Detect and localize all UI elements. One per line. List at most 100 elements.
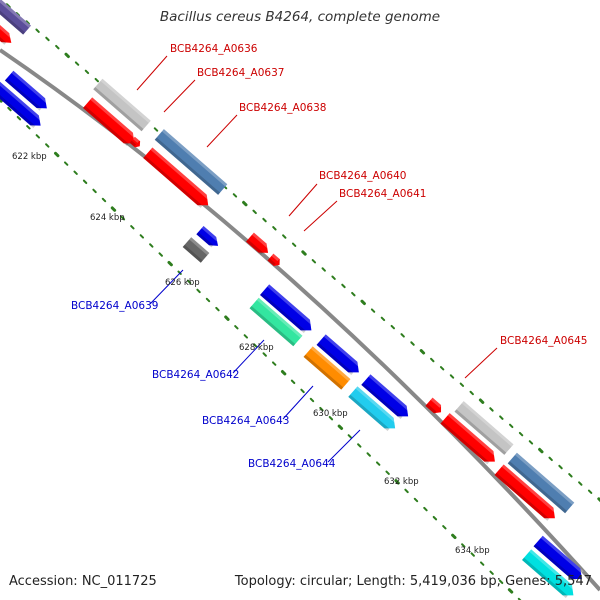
tick-dot	[489, 570, 494, 575]
gene-label-reverse[interactable]: BCB4264_A0642	[152, 369, 239, 381]
tick-dot	[461, 543, 466, 548]
tick-dot	[370, 308, 376, 313]
tick-dot	[73, 170, 78, 175]
genome-title: Bacillus cereus B4264, complete genome	[159, 9, 441, 25]
gene-feature[interactable]	[425, 397, 444, 417]
tick-dot	[337, 424, 344, 430]
gene-feature[interactable]	[303, 346, 351, 390]
gene-feature[interactable]	[93, 78, 151, 132]
tick-dot	[419, 349, 426, 355]
tick-dot	[319, 406, 324, 412]
accession-text: Accession: NC_011725	[9, 574, 157, 589]
leader-line	[464, 347, 498, 379]
gene-feature[interactable]	[507, 452, 575, 514]
gene-feature[interactable]	[249, 297, 303, 347]
tick-dot	[301, 250, 307, 256]
gene-feature[interactable]	[4, 70, 51, 114]
tick-dot	[548, 456, 553, 462]
gene-feature[interactable]	[154, 129, 228, 195]
leader-line	[163, 79, 196, 113]
tick-dot	[478, 398, 485, 404]
tick-dot	[311, 259, 317, 264]
leader-line	[136, 55, 168, 91]
gene-feature[interactable]	[143, 147, 213, 210]
gene-feature[interactable]	[348, 386, 399, 433]
tick-dot	[517, 597, 522, 600]
tick-dot	[321, 267, 326, 272]
leader-line	[303, 200, 338, 232]
gene-feature[interactable]	[246, 232, 272, 258]
gene-feature[interactable]	[0, 81, 45, 130]
tick-label: 622 kbp	[12, 152, 47, 162]
gene-label-forward[interactable]: BCB4264_A0637	[197, 67, 284, 79]
tick-dot	[252, 209, 257, 215]
tick-dot	[442, 525, 447, 530]
tick-dot	[568, 473, 573, 478]
leader-line	[282, 385, 314, 420]
tick-label: 626 kbp	[165, 278, 200, 288]
tick-dot	[451, 533, 457, 540]
gene-feature[interactable]	[533, 535, 587, 585]
label-leader-lines	[136, 55, 498, 463]
tick-dot	[489, 407, 494, 412]
gene-feature[interactable]	[260, 284, 316, 335]
gene-label-forward[interactable]: BCB4264_A0636	[170, 43, 258, 55]
genome-summary-text: Topology: circular; Length: 5,419,036 bp…	[234, 574, 592, 589]
tick-dot	[177, 270, 182, 275]
tick-dot	[243, 334, 249, 339]
tick-dot	[385, 470, 390, 475]
tick-dot	[423, 506, 428, 512]
gene-feature[interactable]	[83, 97, 139, 148]
gene-label-forward[interactable]: BCB4264_A0645	[500, 335, 587, 347]
tick-dot	[449, 374, 455, 379]
gene-label-reverse[interactable]: BCB4264_A0643	[202, 415, 289, 427]
gene-feature[interactable]	[494, 464, 559, 523]
tick-dot	[357, 443, 362, 448]
gene-feature[interactable]	[182, 237, 210, 263]
tick-label: 632 kbp	[384, 477, 419, 487]
tick-dot	[341, 283, 346, 289]
tick-dot	[63, 161, 69, 166]
tick-dot	[139, 234, 145, 239]
tick-dot	[272, 226, 277, 231]
tick-dot	[459, 382, 465, 387]
gene-label-forward[interactable]: BCB4264_A0641	[339, 188, 426, 200]
tick-dot	[413, 497, 419, 503]
tick-dot	[253, 343, 258, 348]
gene-feature[interactable]	[522, 549, 578, 600]
gene-label-reverse[interactable]: BCB4264_A0639	[71, 300, 158, 312]
gene-feature[interactable]	[316, 334, 364, 377]
tick-dot	[224, 315, 230, 321]
gene-label-forward[interactable]: BCB4264_A0638	[239, 102, 326, 114]
gene-feature[interactable]	[129, 136, 143, 150]
tick-dot	[470, 552, 475, 557]
tick-dot	[101, 197, 107, 203]
tick-dot	[242, 200, 248, 207]
tick-dot	[400, 333, 405, 338]
gene-feature[interactable]	[454, 401, 514, 455]
tick-dot	[232, 193, 238, 198]
tick-dot	[499, 415, 504, 420]
tick-dot	[64, 52, 70, 59]
tick-dot	[328, 415, 334, 421]
tick-dot	[498, 579, 504, 585]
tick-label: 628 kbp	[239, 343, 274, 353]
gene-feature[interactable]	[267, 253, 283, 269]
gene-features	[0, 0, 587, 600]
gene-feature[interactable]	[0, 0, 32, 35]
gene-label-reverse[interactable]: BCB4264_A0644	[248, 458, 336, 470]
tick-dot	[432, 515, 438, 521]
gene-feature[interactable]	[440, 413, 500, 467]
tick-dot	[366, 452, 371, 457]
tick-dot	[469, 390, 474, 396]
tick-dot	[360, 299, 366, 306]
tick-dot	[74, 61, 80, 66]
tick-dot	[54, 151, 60, 158]
gene-feature[interactable]	[0, 18, 15, 48]
gene-feature[interactable]	[196, 225, 221, 250]
tick-dot	[597, 497, 600, 503]
tick-dot	[26, 125, 31, 130]
tick-dot	[7, 106, 12, 112]
gene-feature[interactable]	[361, 374, 412, 421]
gene-label-forward[interactable]: BCB4264_A0640	[319, 170, 406, 182]
